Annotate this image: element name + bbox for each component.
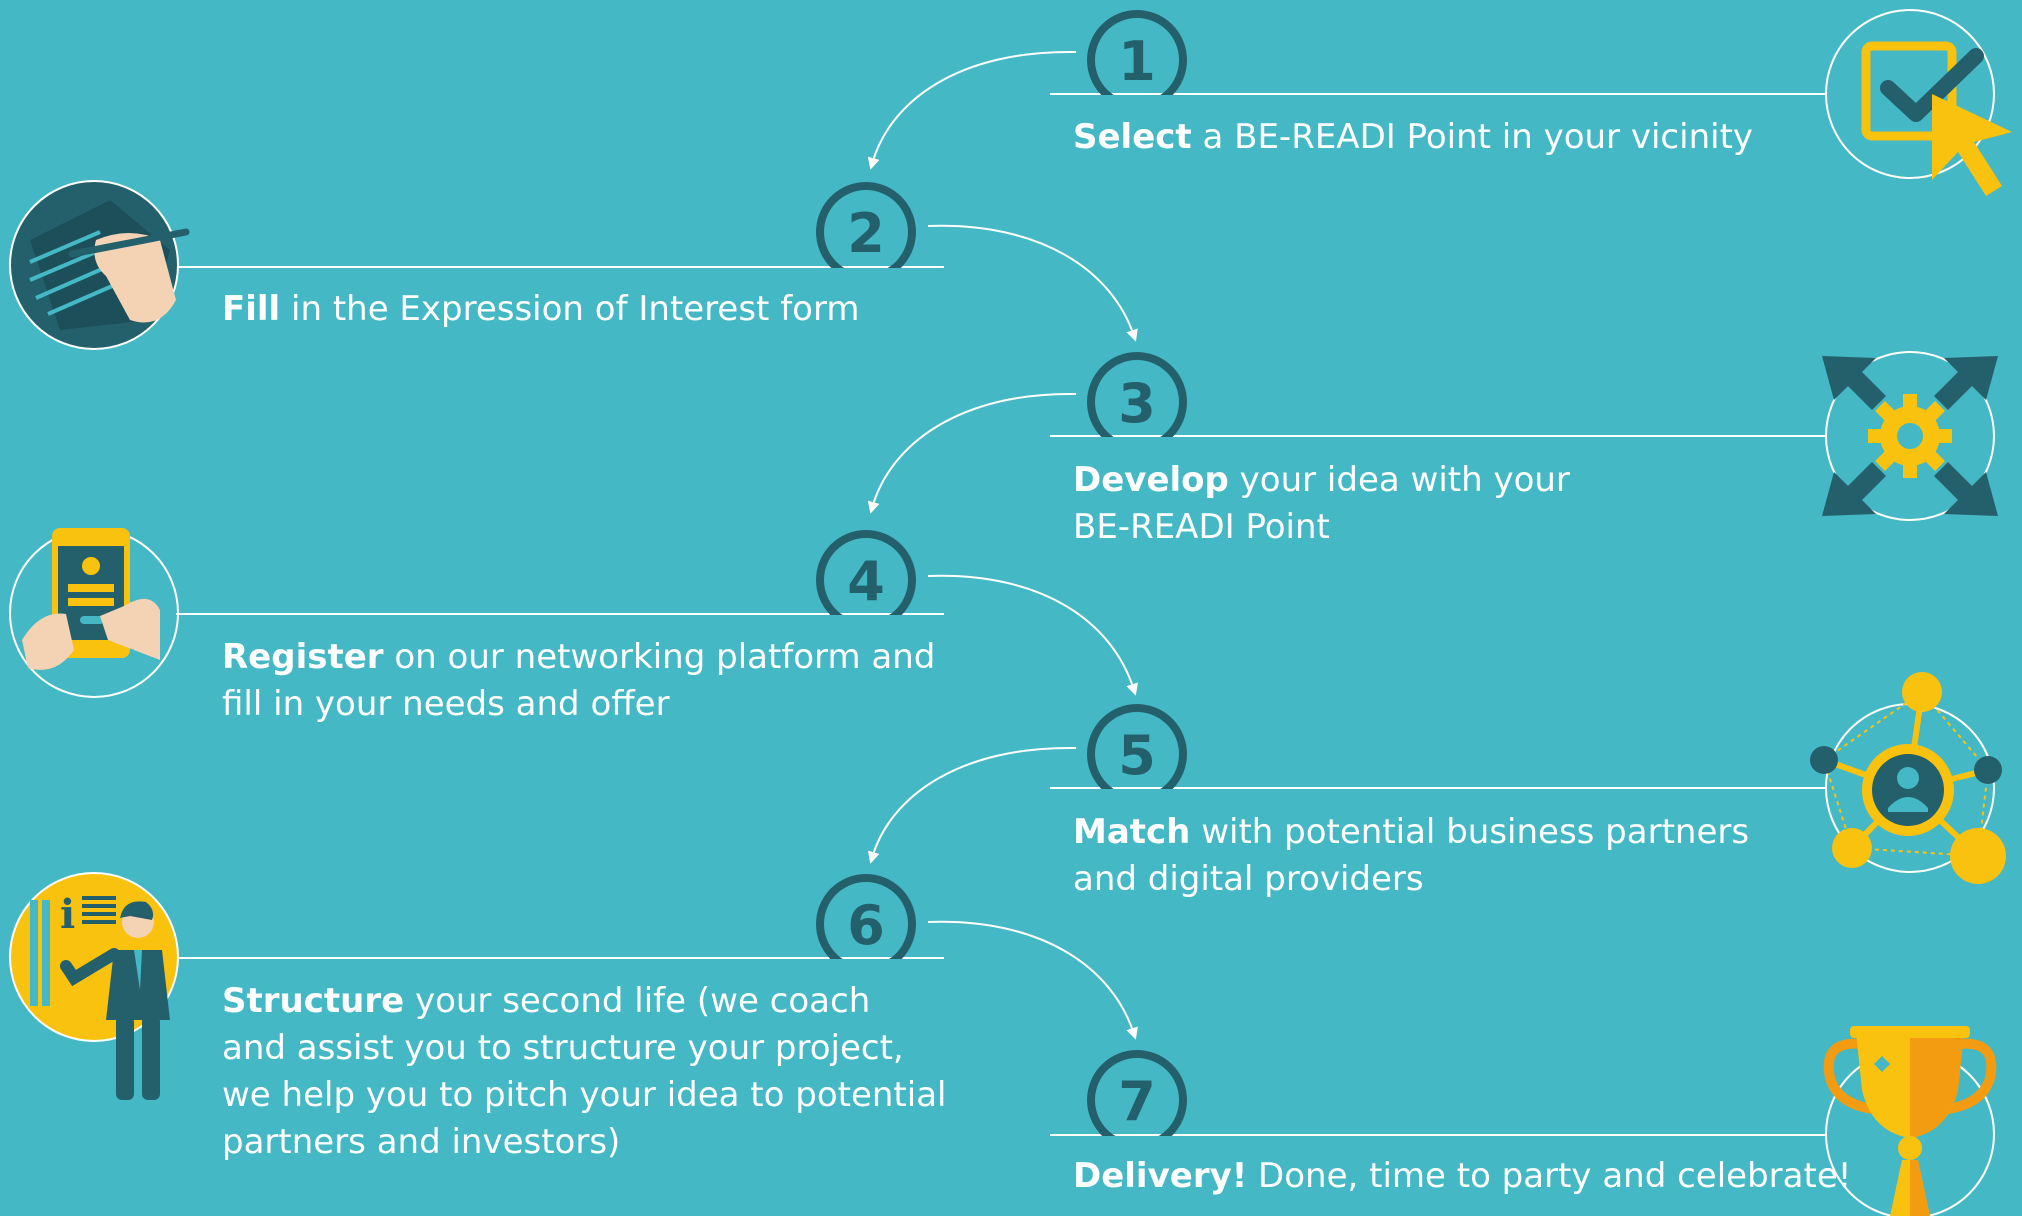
arrow-3-to-4: [867, 392, 1077, 514]
step-2-number: 2: [847, 202, 885, 265]
step-4: 4: [9, 528, 944, 698]
step-6-verb: Structure: [222, 981, 405, 1021]
svg-text:i: i: [60, 891, 75, 938]
step-1: 1: [1050, 9, 2012, 196]
step-1-description: Select a BE-READI Point in your vicinity: [1073, 114, 1753, 161]
step-3-number: 3: [1118, 372, 1156, 435]
step-1-number: 1: [1118, 30, 1156, 93]
step-1-line-1: a BE-READI Point in your vicinity: [1191, 117, 1754, 157]
trophy-icon: [1823, 1026, 1997, 1216]
step-5-verb: Match: [1073, 812, 1191, 852]
step-7-number: 7: [1118, 1070, 1156, 1133]
step-3: 3: [1050, 351, 1998, 521]
step-4-line-1: on our networking platform and: [383, 637, 936, 677]
step-7-description: Delivery! Done, time to party and celebr…: [1073, 1153, 1851, 1200]
step-6: 6 i: [9, 872, 944, 1100]
step-6-line-2: and assist you to structure your project…: [222, 1028, 904, 1068]
step-7: 7: [1050, 1026, 1997, 1216]
step-4-number: 4: [847, 550, 885, 613]
step-6-line-4: partners and investors): [222, 1122, 621, 1162]
step-5-line-1: with potential business partners: [1190, 812, 1750, 852]
step-6-badge: 6: [814, 874, 918, 979]
step-1-verb: Select: [1073, 117, 1192, 157]
gear-expand-arrows-icon: [1822, 351, 1998, 521]
flow-arrows: [867, 50, 1138, 1040]
step-6-description: Structure your second life (we coach and…: [222, 978, 947, 1166]
arrow-1-to-2: [867, 50, 1077, 170]
step-2-description: Fill in the Expression of Interest form: [222, 286, 859, 333]
step-6-number: 6: [847, 894, 885, 957]
step-4-verb: Register: [222, 637, 384, 677]
step-6-line-1: your second life (we coach: [404, 981, 871, 1021]
step-5: 5: [1050, 672, 2006, 884]
step-3-line-1: your idea with your: [1228, 460, 1570, 500]
step-3-verb: Develop: [1073, 460, 1229, 500]
step-2: 2: [9, 180, 944, 350]
arrow-5-to-6: [867, 746, 1077, 864]
arrow-6-to-7: [927, 920, 1138, 1040]
select-checkbox-cursor-icon: [1825, 9, 2012, 196]
step-4-badge: 4: [814, 530, 918, 635]
step-2-line-1: in the Expression of Interest form: [280, 289, 860, 329]
step-3-line-2: BE-READI Point: [1073, 507, 1330, 547]
step-2-verb: Fill: [222, 289, 281, 329]
hand-signing-form-icon: [9, 180, 190, 350]
network-user-icon: [1810, 672, 2006, 884]
step-1-badge: 1: [1085, 10, 1189, 115]
step-7-badge: 7: [1085, 1050, 1189, 1156]
smartphone-registration-icon: [9, 528, 179, 698]
step-7-line-1: Done, time to party and celebrate!: [1247, 1156, 1852, 1196]
arrow-2-to-3: [927, 224, 1138, 342]
step-5-badge: 5: [1085, 704, 1189, 809]
step-4-description: Register on our networking platform and …: [222, 634, 935, 728]
step-7-verb: Delivery!: [1073, 1156, 1248, 1196]
step-4-line-2: fill in your needs and offer: [222, 684, 670, 724]
step-3-badge: 3: [1085, 352, 1189, 457]
step-6-line-3: we help you to pitch your idea to potent…: [222, 1075, 947, 1115]
step-5-line-2: and digital providers: [1073, 859, 1424, 899]
step-3-description: Develop your idea with your BE-READI Poi…: [1073, 457, 1570, 551]
step-2-badge: 2: [814, 182, 918, 288]
arrow-4-to-5: [927, 574, 1138, 696]
step-5-number: 5: [1118, 724, 1156, 787]
presenter-coach-icon: i: [9, 872, 179, 1100]
step-5-description: Match with potential business partners a…: [1073, 809, 1749, 903]
